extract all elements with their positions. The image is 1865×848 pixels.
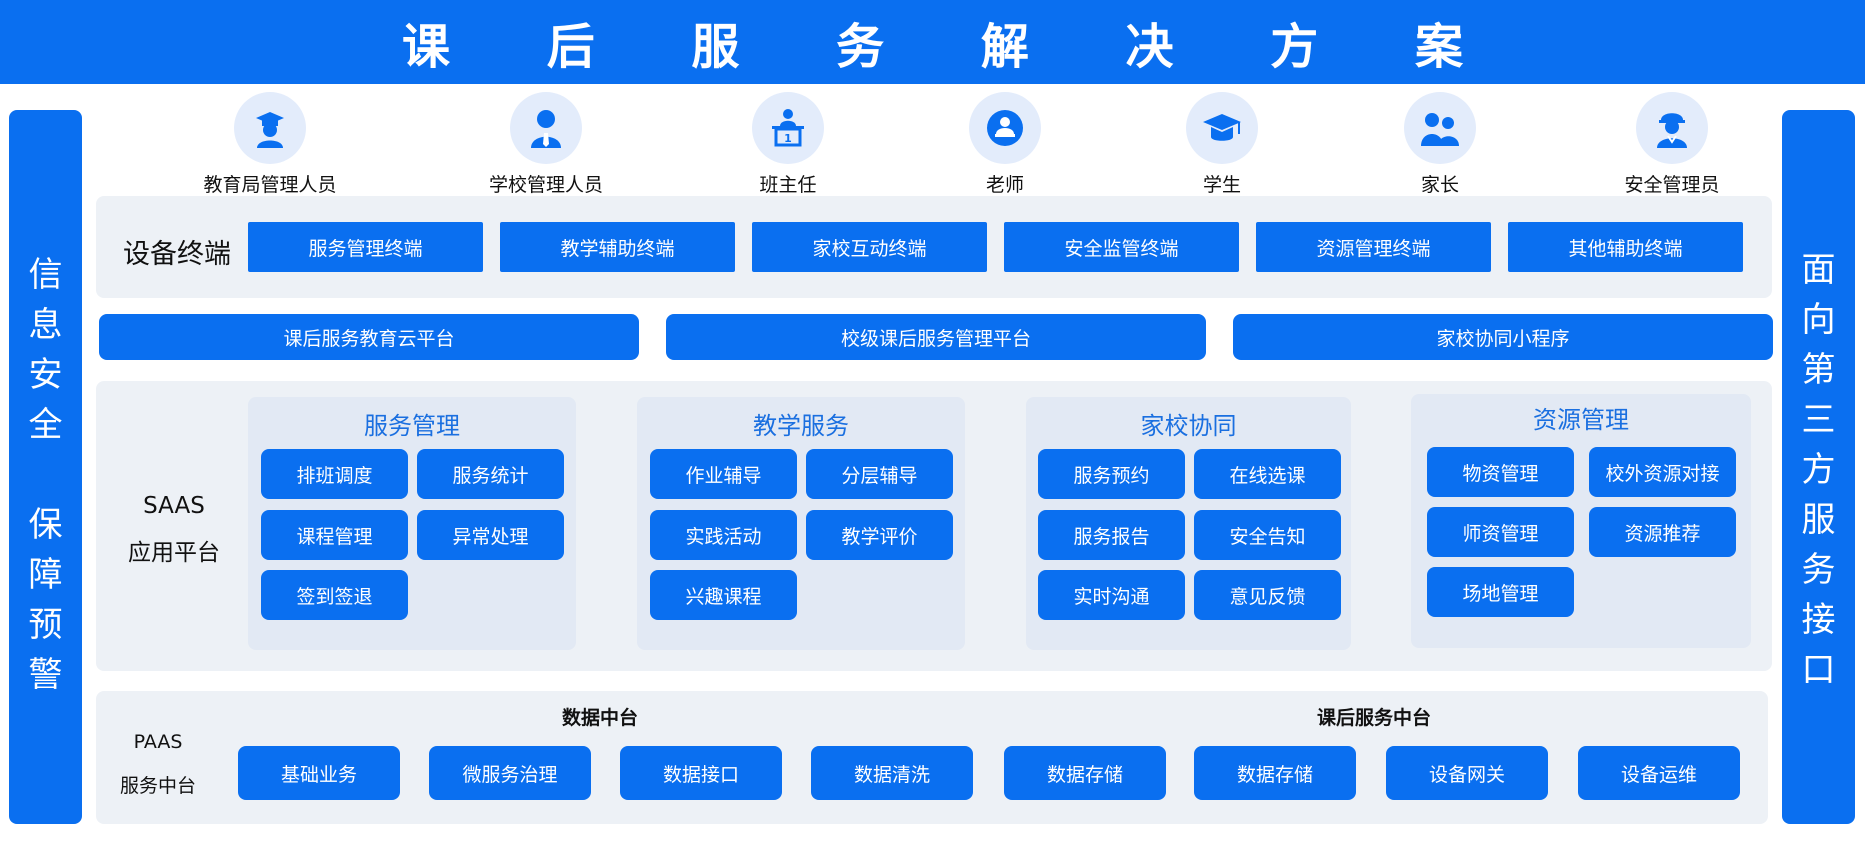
right-col-char: 向	[1801, 300, 1836, 340]
svg-text:1: 1	[784, 132, 792, 145]
paas-label: PAAS	[133, 731, 183, 753]
svc-external-resources[interactable]: 校外资源对接	[1589, 447, 1736, 497]
title-banner	[0, 0, 1865, 84]
role-label: 教育局管理人员	[203, 174, 337, 196]
role-teacher: 老师	[925, 92, 1085, 197]
paas-device-operations[interactable]: 设备运维	[1578, 746, 1740, 800]
paas-sublabel: 服务中台	[119, 775, 196, 797]
platform-mini-program[interactable]: 家校协同小程序	[1233, 314, 1773, 360]
terminal-other-assist[interactable]: 其他辅助终端	[1508, 222, 1743, 272]
graduation-cap-icon	[1186, 92, 1258, 164]
right-col-char: 接	[1801, 600, 1836, 640]
module-title: 教学服务	[753, 412, 849, 440]
role-label: 老师	[985, 174, 1024, 196]
terminal-home-school[interactable]: 家校互动终端	[752, 222, 987, 272]
terminal-service-management[interactable]: 服务管理终端	[248, 222, 483, 272]
svc-materials-management[interactable]: 物资管理	[1427, 447, 1574, 497]
svc-teacher-resources[interactable]: 师资管理	[1427, 507, 1574, 557]
module-title: 服务管理	[364, 412, 460, 440]
role-parent: 家长	[1360, 92, 1520, 197]
svc-realtime-communication[interactable]: 实时沟通	[1038, 570, 1185, 620]
right-col-char: 服	[1801, 500, 1836, 540]
right-col-char: 务	[1801, 550, 1836, 590]
left-col-char: 障	[28, 555, 63, 595]
official-cap-icon	[234, 92, 306, 164]
terminal-resource-management[interactable]: 资源管理终端	[1256, 222, 1491, 272]
svc-teaching-evaluation[interactable]: 教学评价	[806, 510, 953, 560]
left-col-char: 预	[28, 605, 63, 645]
role-label: 班主任	[759, 174, 817, 196]
right-col-char: 面	[1801, 250, 1836, 290]
role-label: 学校管理人员	[488, 174, 603, 196]
paas-basic-business[interactable]: 基础业务	[238, 746, 400, 800]
right-col-char: 三	[1801, 400, 1836, 440]
svc-check-in-out[interactable]: 签到签退	[261, 570, 408, 620]
page-title: 课 后 服 务 解 决 方 案	[402, 19, 1503, 75]
paas-data-storage[interactable]: 数据存储	[1194, 746, 1356, 800]
platform-school-management[interactable]: 校级课后服务管理平台	[666, 314, 1206, 360]
paas-data-cleaning[interactable]: 数据清洗	[811, 746, 973, 800]
role-security-manager: 安全管理员	[1592, 92, 1752, 197]
terminal-teaching-assist[interactable]: 教学辅助终端	[500, 222, 735, 272]
platform-edu-cloud[interactable]: 课后服务教育云平台	[99, 314, 639, 360]
svc-statistics[interactable]: 服务统计	[417, 449, 564, 499]
role-label: 安全管理员	[1624, 174, 1720, 196]
helmet-worker-icon	[1636, 92, 1708, 164]
svc-service-booking[interactable]: 服务预约	[1038, 449, 1185, 499]
svc-feedback[interactable]: 意见反馈	[1194, 570, 1341, 620]
role-label: 家长	[1420, 174, 1459, 196]
third-party-interface-column: 面 向 第 三 方 服 务 接 口	[1782, 110, 1855, 824]
role-label: 学生	[1202, 174, 1241, 196]
paas-device-gateway[interactable]: 设备网关	[1386, 746, 1548, 800]
parents-icon	[1404, 92, 1476, 164]
info-security-column: 信 息 安 全 保 障 预 警	[9, 110, 82, 824]
role-student: 学生	[1142, 92, 1302, 197]
terminal-safety-monitor[interactable]: 安全监管终端	[1004, 222, 1239, 272]
module-title: 资源管理	[1533, 406, 1629, 434]
svc-interest-course[interactable]: 兴趣课程	[650, 570, 797, 620]
svc-homework-tutoring[interactable]: 作业辅导	[650, 449, 797, 499]
svc-practice-activity[interactable]: 实践活动	[650, 510, 797, 560]
svc-safety-notice[interactable]: 安全告知	[1194, 510, 1341, 560]
left-col-char: 全	[28, 405, 63, 445]
paas-data-interface[interactable]: 数据接口	[620, 746, 782, 800]
teacher-desk-icon	[969, 92, 1041, 164]
left-col-char: 息	[28, 305, 63, 345]
svc-exception-handling[interactable]: 异常处理	[417, 510, 564, 560]
svc-service-report[interactable]: 服务报告	[1038, 510, 1185, 560]
svc-online-course-selection[interactable]: 在线选课	[1194, 449, 1341, 499]
module-title: 家校协同	[1140, 412, 1237, 440]
paas-data-storage[interactable]: 数据存储	[1004, 746, 1166, 800]
svc-venue-management[interactable]: 场地管理	[1427, 567, 1574, 617]
role-head-teacher: 1 班主任	[708, 92, 868, 197]
data-middle-platform-label: 数据中台	[561, 707, 638, 729]
svc-tiered-tutoring[interactable]: 分层辅导	[806, 449, 953, 499]
left-col-char: 信	[28, 255, 63, 295]
right-col-char: 口	[1801, 650, 1836, 690]
right-col-char: 第	[1801, 350, 1836, 390]
left-col-char: 保	[28, 505, 63, 545]
device-terminal-label: 设备终端	[123, 239, 231, 270]
saas-label: SAAS	[143, 493, 205, 519]
svc-scheduling[interactable]: 排班调度	[261, 449, 408, 499]
svc-course-management[interactable]: 课程管理	[261, 510, 408, 560]
podium-teacher-icon: 1	[752, 92, 824, 164]
left-col-char: 警	[28, 655, 63, 695]
svc-resource-recommendation[interactable]: 资源推荐	[1589, 507, 1736, 557]
after-school-middle-platform-label: 课后服务中台	[1316, 707, 1431, 729]
role-school-manager: 学校管理人员	[466, 92, 626, 197]
left-col-char: 安	[28, 355, 63, 395]
saas-sublabel: 应用平台	[128, 540, 220, 566]
role-education-bureau-staff: 教育局管理人员	[190, 92, 350, 197]
paas-microservice-governance[interactable]: 微服务治理	[429, 746, 591, 800]
manager-tie-icon	[510, 92, 582, 164]
right-col-char: 方	[1801, 450, 1836, 490]
